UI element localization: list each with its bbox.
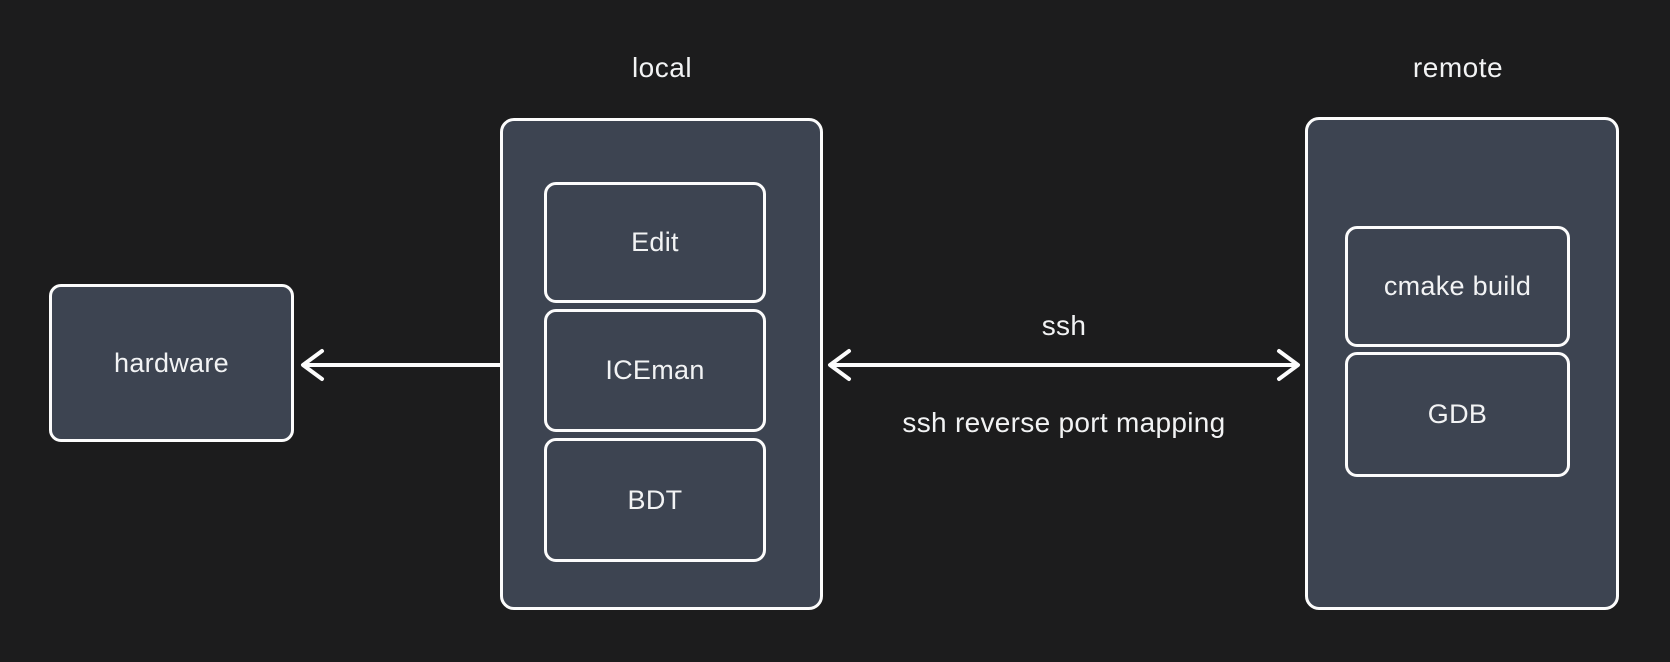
node-iceman: ICEman xyxy=(544,309,766,432)
ssh-reverse-port-mapping-label: ssh reverse port mapping xyxy=(902,407,1226,438)
node-edit: Edit xyxy=(544,182,766,303)
node-bdt-label: BDT xyxy=(627,484,683,515)
node-edit-label: Edit xyxy=(631,227,679,257)
arrow-local-to-hardware xyxy=(301,349,502,381)
node-gdb-label: GDB xyxy=(1427,399,1488,429)
arrow-local-to-hardware-head xyxy=(301,349,324,381)
ssh-connection-label: ssh xyxy=(1041,310,1087,341)
node-iceman-label: ICEman xyxy=(605,355,705,385)
arrow-local-remote-right-head xyxy=(1277,349,1300,381)
node-hardware-label: hardware xyxy=(114,347,229,378)
arrow-local-remote-left-head xyxy=(828,349,851,381)
remote-group-title: remote xyxy=(1412,52,1504,83)
node-bdt: BDT xyxy=(544,438,766,562)
node-cmake-build: cmake build xyxy=(1345,226,1570,347)
local-group-title: local xyxy=(631,52,693,83)
arrow-local-remote-double xyxy=(828,349,1300,381)
node-cmake-build-label: cmake build xyxy=(1383,271,1532,301)
node-gdb: GDB xyxy=(1345,352,1570,477)
node-hardware: hardware xyxy=(49,284,294,442)
